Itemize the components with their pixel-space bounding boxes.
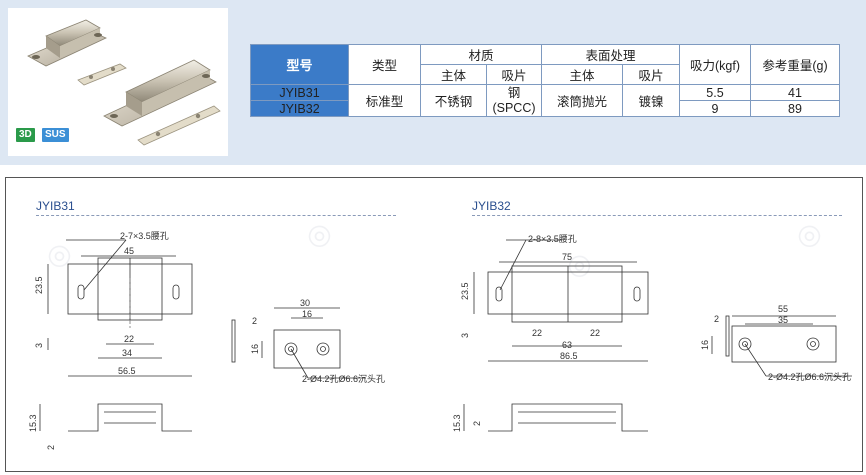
jyib31-dim-3: 3 xyxy=(34,343,44,348)
material-body-cell: 不锈钢 xyxy=(420,84,487,117)
jyib31-dim-34: 34 xyxy=(122,348,132,358)
surface-plate-header: 吸片 xyxy=(622,64,680,85)
material-body-header: 主体 xyxy=(420,64,487,85)
jyib31-dim-22: 22 xyxy=(124,334,134,344)
jyib31-dim-23-5: 23.5 xyxy=(34,276,44,294)
jyib32-slot-left xyxy=(495,286,503,302)
jyib31-dim-16a: 16 xyxy=(302,309,312,319)
jyib32-dim-35: 35 xyxy=(778,315,788,325)
jyib31-bottom-view xyxy=(68,403,192,432)
badge-sus: SUS xyxy=(42,128,69,142)
jyib31-dim-30: 30 xyxy=(300,298,310,308)
jyib32-slot-note: 2-8×3.5腰孔 xyxy=(528,234,577,244)
jyib31-dim-45: 45 xyxy=(124,246,134,256)
jyib32-hole-note: 2-Ø4.2孔Ø6.6沉头孔 xyxy=(768,372,851,382)
jyib31-hole-note: 2-Ø4.2孔Ø6.6沉头孔 xyxy=(302,374,385,384)
jyib32-dim-15-3: 15.3 xyxy=(452,414,462,432)
weight-header: 参考重量(g) xyxy=(750,44,840,85)
model-cell-jyib32: JYIB32 xyxy=(250,100,349,117)
material-plate-header: 吸片 xyxy=(486,64,542,85)
suction-header: 吸力(kgf) xyxy=(679,44,751,85)
jyib31-dim-56-5: 56.5 xyxy=(118,366,136,376)
jyib32-dim-23-5: 23.5 xyxy=(460,282,470,300)
jyib31-dim-15-3: 15.3 xyxy=(28,414,38,432)
surface-body-header: 主体 xyxy=(541,64,623,85)
jyib32-dim-22b: 22 xyxy=(590,328,600,338)
badge-3d: 3D xyxy=(16,128,35,142)
jyib31-hole-right xyxy=(316,342,330,356)
jyib31-slot-left xyxy=(77,284,85,300)
title-underline xyxy=(472,215,842,216)
jyib31-hole-left xyxy=(284,342,298,356)
surface-header: 表面处理 xyxy=(541,44,680,65)
jyib31-slot-right xyxy=(172,284,180,300)
drawing-panel: ◎ ◎ ◎ ◎ JYIB31 JYIB32 2-7×3.5腰孔 45 xyxy=(5,177,863,472)
title-underline xyxy=(36,215,396,216)
technical-drawings: 2-7×3.5腰孔 45 23.5 3 22 34 56.5 2 30 16 1… xyxy=(28,231,852,450)
jyib32-bottom-view xyxy=(488,403,648,432)
material-plate-cell: 钢 (SPCC) xyxy=(486,84,542,117)
type-cell: 标准型 xyxy=(348,84,421,117)
material-plate-line1: 钢 xyxy=(507,85,521,100)
drawing-title-jyib32: JYIB32 xyxy=(472,199,511,213)
suction-cell-jyib31: 5.5 xyxy=(679,84,751,101)
jyib32-hole-right xyxy=(806,337,820,351)
jyib32-dim-16: 16 xyxy=(700,340,710,350)
weight-cell-jyib31: 41 xyxy=(750,84,840,101)
weight-cell-jyib32: 89 xyxy=(750,100,840,117)
jyib32-slot-right xyxy=(633,286,641,302)
jyib32-dim-63: 63 xyxy=(562,340,572,350)
material-header: 材质 xyxy=(420,44,542,65)
jyib31-plate-side xyxy=(231,319,236,363)
drawing-title-jyib31: JYIB31 xyxy=(36,199,75,213)
product-photo xyxy=(8,8,228,156)
jyib32-dim-55: 55 xyxy=(778,304,788,314)
jyib31-slot-note: 2-7×3.5腰孔 xyxy=(120,231,169,241)
model-cell-jyib31: JYIB31 xyxy=(250,84,349,101)
jyib31-dim-2b: 2 xyxy=(46,445,56,450)
spec-table: 型号 类型 材质 表面处理 吸力(kgf) 参考重量(g) 主体 吸片 主体 吸… xyxy=(250,44,840,117)
jyib32-hole-left xyxy=(738,337,752,351)
jyib32-plate-side xyxy=(725,315,730,357)
jyib31-dim-16b: 16 xyxy=(250,344,260,354)
jyib32-dim-75: 75 xyxy=(562,252,572,262)
jyib32-dim-2: 2 xyxy=(714,314,719,324)
jyib32-body-outline xyxy=(511,265,623,323)
jyib32-dim-22a: 22 xyxy=(532,328,542,338)
jyib32-plate-outline xyxy=(731,325,837,363)
jyib32-dim-86-5: 86.5 xyxy=(560,351,578,361)
jyib31-drawing xyxy=(47,239,193,377)
surface-body-cell: 滚筒抛光 xyxy=(541,84,623,117)
model-header: 型号 xyxy=(250,44,349,85)
surface-plate-cell: 镀镍 xyxy=(622,84,680,117)
material-plate-line2: (SPCC) xyxy=(492,100,536,115)
product-header-band: 3D SUS 型号 类型 材质 表面处理 吸力(kgf) 参考重量(g) 主体 … xyxy=(0,0,866,165)
jyib32-dim-2b: 2 xyxy=(472,421,482,426)
jyib31-dim-2: 2 xyxy=(252,316,257,326)
jyib32-dim-3: 3 xyxy=(460,333,470,338)
suction-cell-jyib32: 9 xyxy=(679,100,751,117)
jyib31-plate-outline xyxy=(273,329,341,369)
type-header: 类型 xyxy=(348,44,421,85)
magnetic-catch-photo xyxy=(27,19,221,146)
